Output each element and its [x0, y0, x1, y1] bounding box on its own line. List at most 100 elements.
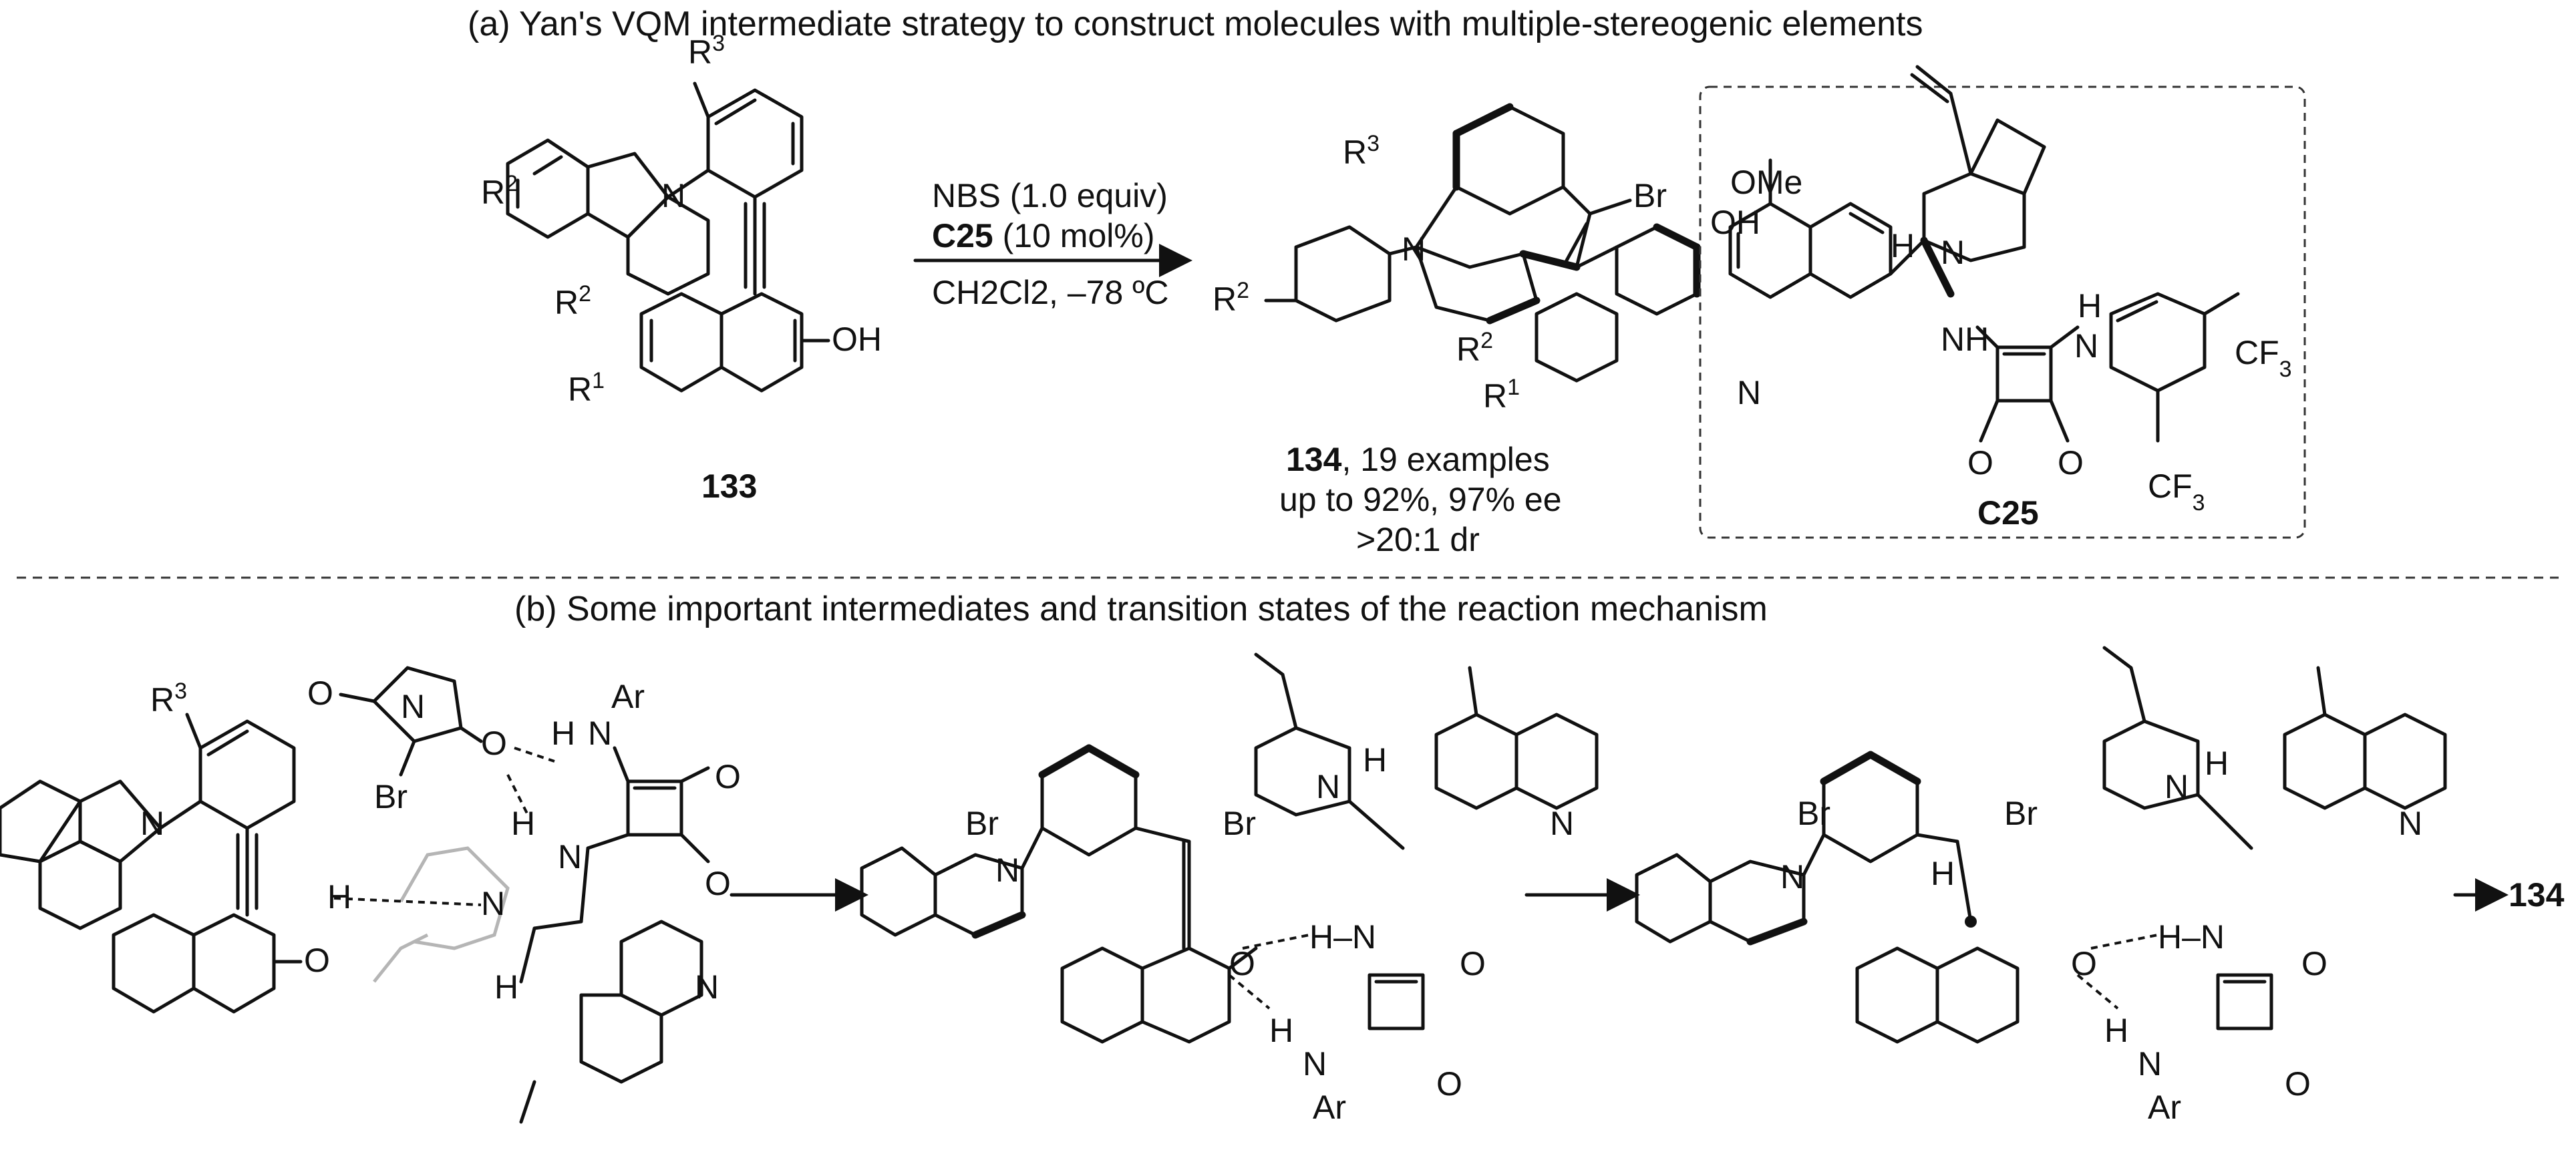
svg-text:134, 19 examples: 134, 19 examples — [1286, 441, 1550, 478]
compound-134-label: 134 — [1286, 441, 1342, 478]
ts2-br-1: Br — [1797, 795, 1830, 832]
ts1-h-oh: H — [327, 878, 351, 916]
compound-133-label: 133 — [701, 467, 757, 505]
c25-cf3-1: CF — [2235, 334, 2279, 371]
ts1-o-sq-1: O — [715, 758, 741, 795]
svg-text:R2: R2 — [481, 171, 518, 211]
ts2-h-3: H — [2104, 1012, 2128, 1049]
r2-sup-2: 2 — [579, 281, 591, 307]
heading-part-b: (b) Some important intermediates and tra… — [514, 590, 1768, 628]
vqm-br-2: Br — [1223, 805, 1256, 842]
r2-label-1: R — [481, 174, 505, 211]
vqm-h: H — [1363, 741, 1387, 779]
product-r2-sup-1: 2 — [1237, 278, 1249, 303]
ts1-h-3: H — [494, 968, 518, 1006]
catalyst-box — [1699, 85, 2306, 539]
ts1-n-indole: N — [140, 805, 164, 842]
svg-text:R3: R3 — [688, 31, 725, 71]
ts2-n-2: N — [2138, 1045, 2162, 1083]
vqm-n-quinoline: N — [1550, 805, 1574, 842]
ts1-o-imide: O — [307, 675, 333, 712]
vqm-h-n: H–N — [1309, 918, 1376, 956]
svg-text:R3: R3 — [150, 679, 187, 719]
svg-text:CF3: CF3 — [2148, 467, 2205, 516]
ts1-n-2: N — [558, 838, 582, 876]
product-examples: , 19 examples — [1341, 441, 1549, 478]
svg-text:CF3: CF3 — [2235, 334, 2292, 382]
r1-label: R — [568, 371, 592, 408]
product-r1-sup: 1 — [1507, 375, 1520, 400]
c25-cf3-2: CF — [2148, 467, 2193, 505]
ts1-o-sq-2: O — [705, 865, 731, 902]
reagent-nbs: NBS (1.0 equiv) — [932, 177, 1168, 214]
svg-text:R3: R3 — [1343, 131, 1380, 171]
final-product-134-label: 134 — [2509, 876, 2565, 914]
ts2-h-1: H — [1931, 855, 1955, 892]
catalyst-c25: OMe H N N NH H N O O CF3 CF3 C25 — [1728, 65, 2292, 532]
ts2-n-quinuclidine: N — [2164, 768, 2189, 805]
ts-2-structure: Br Br N H O N H N H–N H N Ar O O — [1635, 646, 2447, 1126]
reaction-arrow-a: NBS (1.0 equiv) C25 (10 mol%) CH2Cl2, –7… — [913, 177, 1192, 311]
vqm-n-indole: N — [995, 851, 1019, 889]
c25-n-2: N — [2074, 327, 2098, 365]
reagent-c25: C25 — [932, 217, 993, 254]
heading-part-a: (a) Yan's VQM intermediate strategy to c… — [468, 5, 1923, 43]
svg-text:R2: R2 — [1213, 278, 1249, 318]
ts1-n-quinoline: N — [695, 968, 719, 1006]
compound-134: R3 N Br OH R2 R2 R1 134, 19 examples up … — [1213, 103, 1760, 558]
ts1-n-ar: N — [588, 715, 612, 752]
vqm-h-2: H — [1269, 1012, 1293, 1049]
ts2-n-quinoline: N — [2398, 805, 2422, 842]
ts1-h-2: H — [511, 805, 535, 842]
r3-label: R — [688, 33, 712, 71]
ts-1-structure: R3 N O H O N Br O H N Ar H N N H O O N — [0, 666, 741, 1124]
c25-nh-1: NH — [1941, 321, 1989, 358]
vqm-o-sq-1: O — [1460, 945, 1486, 982]
r2-label-2: R — [554, 284, 579, 321]
vqm-o: O — [1229, 945, 1255, 982]
catalyst-c25-label: C25 — [1977, 494, 2039, 532]
product-r3: R — [1343, 134, 1367, 171]
product-dr: >20:1 dr — [1356, 521, 1480, 558]
ts2-h-2: H — [2205, 745, 2229, 782]
ts2-br-2: Br — [2004, 795, 2038, 832]
product-yield-ee: up to 92%, 97% ee — [1279, 481, 1562, 518]
r1-sup: 1 — [592, 368, 605, 393]
r3-sup: 3 — [712, 31, 725, 56]
product-r2-sup-2: 2 — [1480, 328, 1493, 353]
product-br: Br — [1633, 177, 1667, 214]
c25-h-2: H — [2078, 287, 2102, 325]
c25-o-2: O — [2058, 444, 2084, 482]
ts1-ar: Ar — [611, 678, 645, 715]
n-atom: N — [661, 177, 685, 214]
vqm-n-quinuclidine: N — [1316, 768, 1340, 805]
c25-o-1: O — [1967, 444, 1993, 482]
product-r1: R — [1483, 377, 1507, 415]
ts1-n-quinuclidine: N — [481, 885, 505, 922]
ts2-o: O — [2071, 945, 2097, 982]
svg-text:R2: R2 — [1456, 328, 1493, 368]
product-r3-sup: 3 — [1367, 131, 1380, 156]
ts2-n-indole: N — [1780, 858, 1804, 896]
svg-text:R1: R1 — [1483, 375, 1520, 415]
svg-text:R2: R2 — [554, 281, 591, 321]
vqm-br-1: Br — [965, 805, 999, 842]
reaction-conditions: CH2Cl2, –78 ºC — [932, 274, 1169, 311]
product-r2-1: R — [1213, 280, 1237, 318]
c25-n-quinuclidine: N — [1941, 234, 1965, 271]
vqm-n-2: N — [1303, 1045, 1327, 1083]
ts2-o-sq-1: O — [2301, 945, 2327, 982]
product-n: N — [1402, 230, 1426, 268]
ts1-n-imide: N — [401, 688, 425, 725]
vqm-ar: Ar — [1313, 1089, 1346, 1126]
oh-label: OH — [832, 321, 882, 358]
svg-text:C25 (10 mol%): C25 (10 mol%) — [932, 217, 1154, 254]
compound-133: R3 N R2 R2 R1 OH 133 — [481, 31, 882, 505]
c25-n-quinoline: N — [1737, 374, 1761, 411]
product-r2-2: R — [1456, 331, 1480, 368]
c25-h: H — [1891, 227, 1915, 264]
ts2-h-n: H–N — [2158, 918, 2225, 956]
ts1-r3: R — [150, 681, 174, 719]
ts1-o: O — [304, 942, 330, 979]
